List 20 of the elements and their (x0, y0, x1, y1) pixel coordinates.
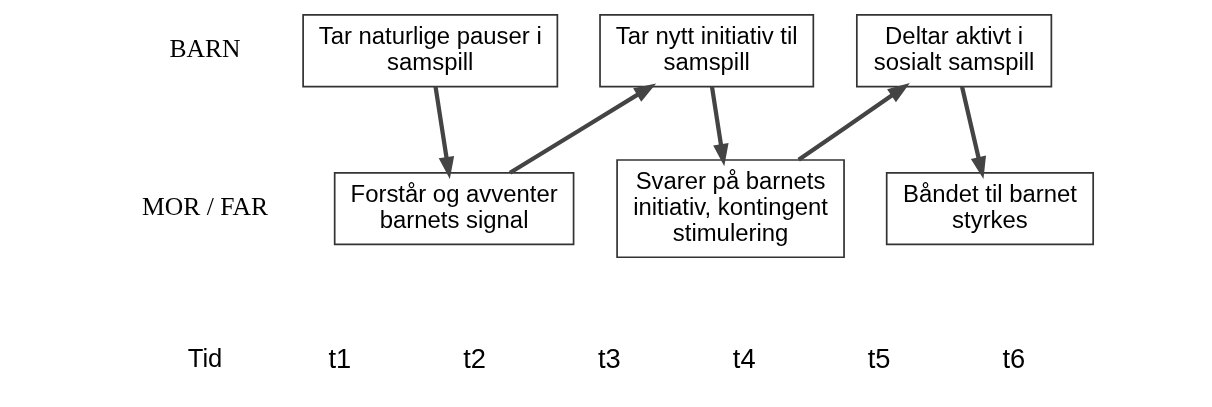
arrow (433, 86, 455, 180)
arrow (709, 86, 729, 167)
label: t5 (867, 342, 891, 374)
label: t1 (328, 342, 352, 374)
node-box: Tar nytt initiativ til samspill (599, 14, 815, 88)
label: Tid (187, 344, 223, 373)
node-box: Tar naturlige pauser i samspill (302, 14, 559, 88)
node-box: Forstår og avventer barnets signal (333, 171, 575, 246)
label: t6 (1002, 342, 1026, 374)
arrow (797, 83, 910, 162)
node-box: Båndet til barnet styrkes (885, 171, 1095, 246)
node-box: Svarer på barnets initiativ, kontingent stimulering (616, 159, 845, 259)
label: MOR / FAR (141, 191, 269, 221)
arrow (959, 86, 986, 180)
label: t2 (463, 342, 486, 374)
arrow (508, 83, 657, 175)
label: BARN (169, 33, 241, 63)
label: t4 (732, 342, 756, 374)
label: t3 (598, 342, 621, 374)
node-box: Deltar aktivt i sosialt samspill (856, 14, 1053, 88)
